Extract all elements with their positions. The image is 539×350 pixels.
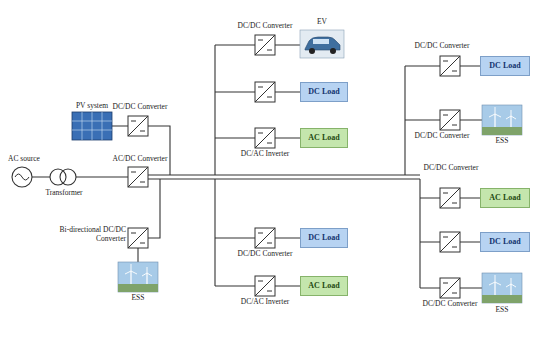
converter-symbol — [128, 167, 148, 187]
transformer-symbol — [50, 169, 66, 185]
component-label: ESS — [480, 137, 524, 146]
ev-background — [300, 30, 344, 58]
converter-symbol — [440, 188, 460, 208]
inverter-symbol — [255, 128, 275, 148]
ev-body — [305, 37, 340, 50]
wire — [32, 176, 128, 177]
pv-panel-frame — [72, 112, 112, 140]
wires — [32, 45, 482, 288]
ev-wheel — [309, 48, 315, 54]
ac-source-symbol — [12, 167, 32, 187]
component-label: DC/DC Converter — [420, 164, 482, 173]
load-label: DC Load — [489, 237, 520, 246]
component-label: DC/DC Converter — [232, 250, 298, 259]
load-label: AC Load — [308, 281, 339, 290]
component-label: DC/DC Converter — [418, 300, 482, 309]
component-label: DC/AC Inverter — [232, 298, 298, 307]
sine-symbol — [15, 174, 29, 180]
component-label: DC/DC Converter — [410, 42, 474, 51]
load-label: AC Load — [489, 193, 520, 202]
load-label: AC Load — [308, 133, 339, 142]
load-box: AC Load — [300, 128, 348, 148]
transformer-symbol — [60, 169, 76, 185]
inverter-symbol — [255, 276, 275, 296]
component-label: DC/AC Inverter — [232, 150, 298, 159]
load-box: DC Load — [300, 228, 348, 248]
component-label: EV — [300, 18, 344, 27]
wire — [405, 66, 440, 288]
ev-wheel — [330, 48, 336, 54]
load-box: DC Load — [480, 232, 530, 252]
ev-picture — [300, 30, 344, 58]
converter-symbol — [255, 82, 275, 102]
converter-symbol — [255, 228, 275, 248]
ess-picture — [118, 262, 158, 292]
component-label: Bi-directional DC/DC Converter — [58, 226, 126, 243]
converter-symbol — [440, 232, 460, 252]
component-label: DC/DC Converter — [112, 103, 168, 112]
converter-symbol — [440, 56, 460, 76]
load-box: DC Load — [300, 82, 348, 102]
component-label: DC/DC Converter — [232, 22, 298, 31]
pv-panel — [72, 112, 112, 140]
component-label: PV system — [68, 102, 116, 111]
load-box: AC Load — [300, 276, 348, 296]
converter-symbol — [255, 35, 275, 55]
dc-bus — [148, 175, 420, 179]
component-label: Transformer — [40, 189, 88, 198]
component-label: AC source — [2, 155, 46, 164]
load-box: DC Load — [480, 56, 530, 76]
load-box: AC Load — [480, 188, 530, 208]
load-label: DC Load — [308, 233, 339, 242]
component-label: AC/DC Converter — [112, 155, 168, 164]
ess-picture — [482, 105, 522, 135]
component-label: DC/DC Converter — [410, 132, 474, 141]
ev-window — [313, 39, 329, 44]
component-label: ESS — [480, 306, 524, 315]
converter-symbol — [128, 116, 148, 136]
converter-symbol — [440, 278, 460, 298]
wire — [138, 179, 160, 262]
wire — [460, 66, 482, 288]
load-label: DC Load — [489, 61, 520, 70]
converter-symbol — [128, 228, 148, 248]
converter-symbol — [440, 110, 460, 130]
pv-panel-grid — [72, 112, 112, 140]
ess-picture — [482, 273, 522, 303]
component-label: ESS — [118, 294, 158, 303]
load-label: DC Load — [308, 87, 339, 96]
